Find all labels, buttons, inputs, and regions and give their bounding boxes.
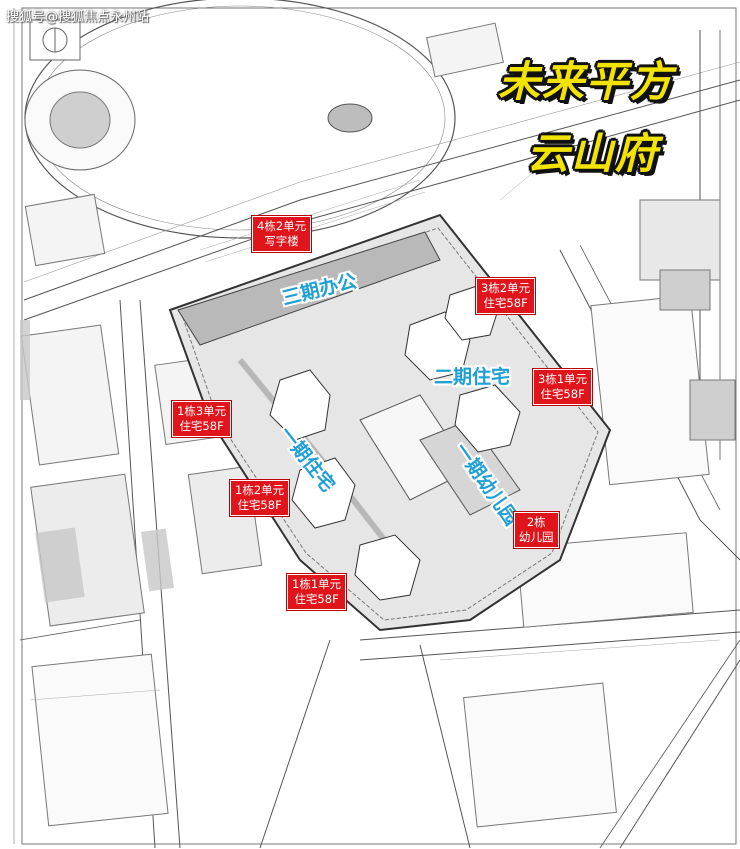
- roundabout: [24, 0, 456, 239]
- tag-line2: 幼儿园: [519, 530, 554, 544]
- tower-footprints: [269, 284, 521, 601]
- tag-line1: 3栋1单元: [538, 372, 588, 386]
- project-title-line2: 云山府: [527, 129, 660, 178]
- tag-line2: 住宅58F: [237, 498, 282, 512]
- project-title-line1: 未来平方: [498, 57, 675, 106]
- tag-building2: 2栋 幼儿园: [514, 512, 559, 548]
- tag-line2: 住宅58F: [179, 419, 224, 433]
- watermark: 搜狐号@搜狐焦点永州站: [6, 10, 150, 25]
- project-site: [168, 213, 612, 632]
- tag-line1: 3栋2单元: [481, 281, 531, 295]
- tag-line2: 写字楼: [264, 234, 299, 248]
- tag-building3-unit2: 3栋2单元 住宅58F: [476, 278, 536, 314]
- zone-phase2-residential: 二期住宅: [434, 366, 511, 388]
- tag-line1: 2栋: [526, 515, 546, 529]
- shaded-parcels: [20, 320, 175, 603]
- north-arrow-icon: [29, 19, 81, 61]
- tag-line1: 1栋2单元: [235, 483, 285, 497]
- tag-line2: 住宅58F: [294, 592, 339, 606]
- tag-line1: 4栋2单元: [257, 219, 307, 233]
- tag-line1: 1栋3单元: [177, 404, 227, 418]
- tag-building4-unit2: 4栋2单元 写字楼: [252, 216, 312, 252]
- tag-building1-unit2: 1栋2单元 住宅58F: [230, 480, 290, 516]
- plan-hatching: [29, 149, 721, 701]
- tag-building1-unit1: 1栋1单元 住宅58F: [287, 574, 347, 610]
- tag-line2: 住宅58F: [483, 296, 528, 310]
- tag-line1: 1栋1单元: [292, 577, 342, 591]
- tag-line2: 住宅58F: [540, 387, 585, 401]
- tag-building1-unit3: 1栋3单元 住宅58F: [172, 401, 232, 437]
- tag-building3-unit1: 3栋1单元 住宅58F: [533, 369, 593, 405]
